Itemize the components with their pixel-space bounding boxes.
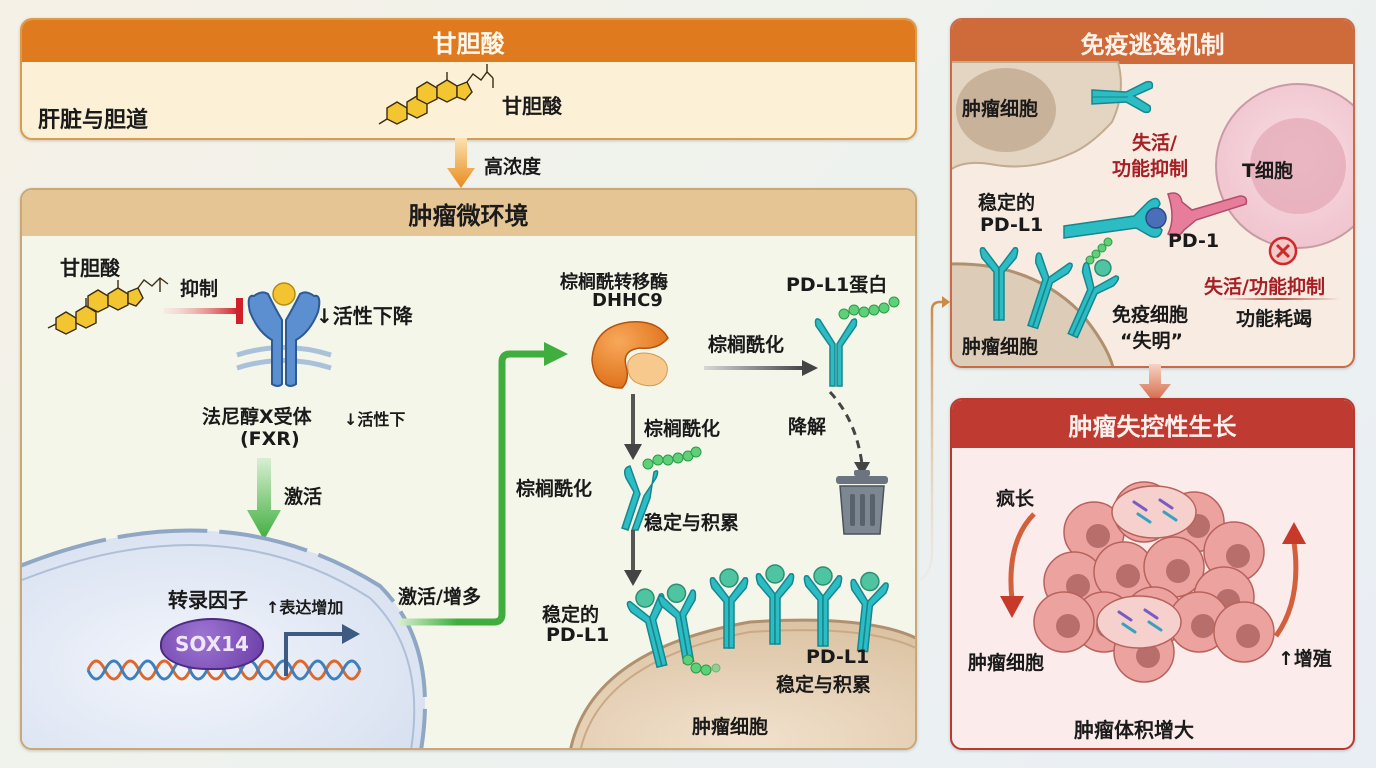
dhhc9-enzyme-icon bbox=[591, 321, 669, 389]
pdl1-protein-label: PD-L1蛋白 bbox=[786, 274, 888, 296]
pdl1-palmitoylated-middle-icon bbox=[621, 446, 702, 531]
palmitoylation-left-label: 棕榈酰化 bbox=[516, 478, 593, 500]
tumor-cell-top-label: 肿瘤细胞 bbox=[962, 98, 1039, 120]
proliferation-label: ↑增殖 bbox=[1278, 648, 1332, 670]
inhibit-label: 抑制 bbox=[180, 278, 219, 300]
proliferation-up-arrow-icon bbox=[1273, 522, 1306, 638]
degradation-dashed-arrow-icon bbox=[828, 390, 870, 476]
growth-tumor-cell-label: 肿瘤细胞 bbox=[968, 652, 1045, 674]
tumor-cell bbox=[1213, 601, 1275, 663]
receptor-activity-decrease-label: ↓活性下降 bbox=[316, 304, 413, 328]
tumor-volume-label: 肿瘤体积增大 bbox=[1074, 718, 1194, 742]
activate-increase-arrow-icon bbox=[398, 342, 568, 626]
stable-pdl1-label-1: 稳定的 bbox=[542, 604, 600, 626]
tumor-cell bbox=[1143, 536, 1205, 598]
inhibit-arrow-icon bbox=[164, 298, 243, 324]
dhhc9-name-label: 棕榈酰转移酶 bbox=[560, 272, 668, 293]
fxr-abbrev-label: (FXR) bbox=[240, 428, 300, 450]
tumor-cell-label: 肿瘤细胞 bbox=[692, 716, 769, 738]
transcription-factor-label: 转录因子 bbox=[168, 588, 248, 612]
tumor-cell-top-icon bbox=[952, 61, 1122, 170]
tumor-cell bbox=[1093, 541, 1155, 603]
immune-stable-pdl1-label-2: PD-L1 bbox=[980, 214, 1044, 236]
pd1-label: PD-1 bbox=[1168, 230, 1220, 252]
tumor-microenvironment-title: 肿瘤微环境 bbox=[22, 190, 915, 236]
tumor-cell-cluster-icon bbox=[1033, 481, 1275, 683]
receptor-activity-decrease-label-2: ↓活性下 bbox=[344, 410, 406, 429]
membrane-pdl1-label-1: PD-L1 bbox=[806, 646, 870, 668]
t-cell-label: T细胞 bbox=[1242, 160, 1293, 182]
bile-acid-panel: 甘胆酸 肝脏与胆道 甘胆酸 bbox=[20, 18, 917, 140]
cross-inactivation-icon bbox=[1268, 236, 1298, 266]
immune-escape-title: 免疫逃逸机制 bbox=[952, 20, 1353, 64]
dhhc9-abbrev-label: DHHC9 bbox=[592, 290, 663, 311]
membrane-pdl1-cluster-icon bbox=[626, 564, 889, 676]
bile-acid-molecule-label: 甘胆酸 bbox=[502, 94, 562, 118]
high-concentration-arrow-icon bbox=[447, 138, 475, 188]
bile-acid-label: 甘胆酸 bbox=[60, 256, 120, 280]
dividing-cell bbox=[1096, 595, 1182, 649]
immune-stable-pdl1-label-1: 稳定的 bbox=[978, 192, 1036, 214]
activate-increase-label: 激活/增多 bbox=[398, 586, 481, 608]
pdl1-pd1-binding-icon bbox=[1063, 192, 1248, 265]
bile-acid-molecule-icon bbox=[47, 277, 169, 335]
stable-pdl1-label-2: PD-L1 bbox=[546, 624, 610, 646]
connector-arrow-icon bbox=[919, 296, 950, 582]
liver-biliary-label: 肝脏与胆道 bbox=[38, 108, 149, 133]
membrane-pdl1-label-2: 稳定与积累 bbox=[776, 674, 872, 696]
divider bbox=[1220, 298, 1340, 300]
tumor-cell-bottom-label: 肿瘤细胞 bbox=[962, 336, 1039, 358]
activate-label: 激活 bbox=[284, 486, 323, 508]
high-concentration-label: 高浓度 bbox=[484, 156, 542, 178]
blind-label-1: 免疫细胞 bbox=[1112, 304, 1189, 326]
inactivation-label-2: 功能抑制 bbox=[1112, 158, 1189, 180]
expression-increase-label: ↑表达增加 bbox=[266, 598, 344, 617]
tumor-cell bbox=[1033, 591, 1095, 653]
growth-down-arrow-icon bbox=[1000, 512, 1036, 618]
palmitoylation-down-arrow-icon bbox=[624, 394, 642, 460]
pdl1-palmitoylated-protein-icon bbox=[814, 296, 900, 387]
inactivation-full-label: 失活/功能抑制 bbox=[1204, 276, 1325, 298]
blind-label-2: “失明” bbox=[1120, 330, 1183, 352]
degradation-label: 降解 bbox=[788, 416, 827, 438]
stabilize-down-arrow-icon bbox=[624, 530, 642, 586]
sox14-protein: SOX14 bbox=[160, 618, 264, 670]
activate-arrow-icon bbox=[247, 458, 281, 540]
immune-membrane-pdl1-icon bbox=[979, 246, 1120, 339]
sox14-label: SOX14 bbox=[175, 632, 249, 656]
fxr-receptor-icon bbox=[236, 282, 332, 387]
escape-to-growth-arrow-icon bbox=[1139, 364, 1171, 404]
fxr-name-label: 法尼醇X受体 bbox=[202, 406, 312, 428]
dividing-cell bbox=[1111, 485, 1197, 539]
tumor-microenvironment-panel: 肿瘤微环境 甘胆酸 抑制 bbox=[20, 188, 917, 750]
palmitoylation-right-arrow-icon bbox=[704, 360, 818, 376]
palmitoylation-right-label: 棕榈酰化 bbox=[708, 334, 785, 356]
stable-accumulate-label: 稳定与积累 bbox=[644, 512, 740, 534]
bile-acid-molecule-icon bbox=[378, 64, 494, 125]
t-cell-icon bbox=[1215, 83, 1353, 249]
immune-escape-panel: 免疫逃逸机制 肿瘤细胞 T细胞 失活/ 功能抑制 稳定的 PD-L1 PD-1 bbox=[950, 18, 1355, 368]
trash-bin-icon bbox=[836, 470, 888, 535]
inactivation-label-1: 失活/ bbox=[1132, 132, 1177, 154]
free-pdl1-icon bbox=[1091, 80, 1154, 114]
exhaustion-label: 功能耗竭 bbox=[1236, 308, 1313, 330]
palmitoylation-down-label: 棕榈酰化 bbox=[644, 418, 721, 440]
bile-acid-panel-title: 甘胆酸 bbox=[22, 20, 915, 62]
transcription-start-arrow-icon bbox=[284, 624, 360, 676]
dna-helix-icon bbox=[86, 659, 362, 681]
tumor-growth-title: 肿瘤失控性生长 bbox=[952, 400, 1353, 448]
rampant-growth-label: 疯长 bbox=[996, 488, 1035, 510]
tumor-growth-panel: 肿瘤失控性生长 疯长 肿瘤细胞 ↑增殖 肿瘤体积增大 bbox=[950, 398, 1355, 750]
